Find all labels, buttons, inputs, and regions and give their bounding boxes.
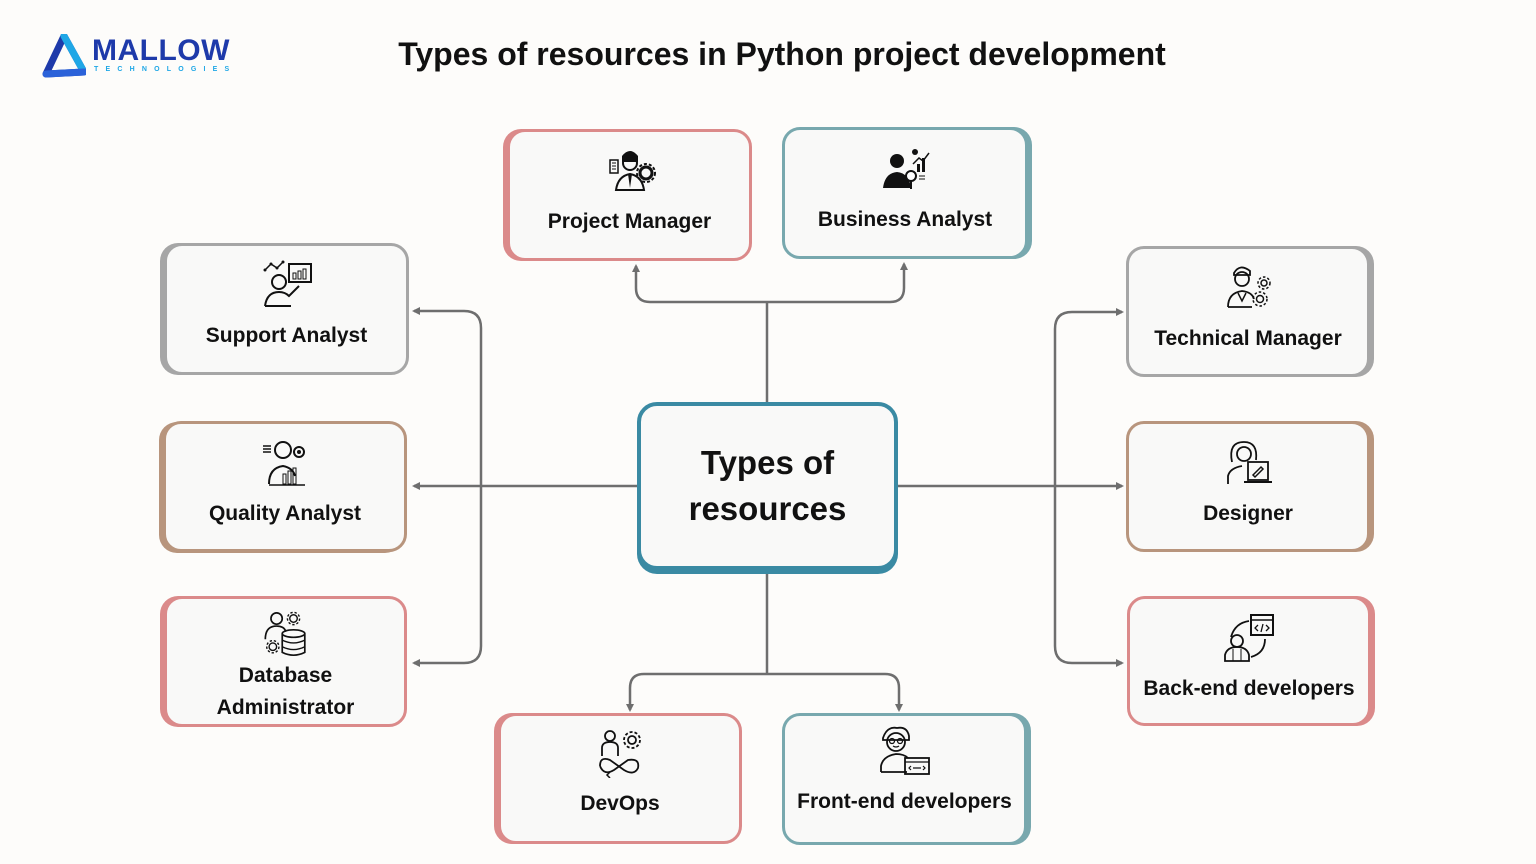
node-label: DevOps — [580, 792, 660, 815]
frontend-developer-icon — [879, 726, 930, 775]
node-label: Front-end developers — [797, 790, 1012, 813]
node-front-end-developers: Front-end developers — [782, 713, 1027, 845]
quality-analyst-icon — [263, 441, 305, 486]
database-admin-icon — [263, 611, 306, 657]
node-project-manager: Project Manager — [507, 129, 752, 261]
node-label: Quality Analyst — [208, 502, 362, 525]
node-label: Back-end developers — [1143, 677, 1355, 700]
node-label: Technical Manager — [1154, 327, 1342, 350]
logo-brand-text: MALLOW — [92, 34, 230, 67]
node-label: Business Analyst — [817, 208, 993, 231]
node-technical-manager: Technical Manager — [1126, 246, 1370, 377]
node-label: Database Administrator — [217, 660, 355, 724]
mallow-logo-icon — [42, 34, 86, 78]
project-manager-icon — [608, 151, 656, 191]
node-database-administrator: Database Administrator — [164, 596, 407, 727]
center-node-label-line2: resources — [688, 490, 847, 527]
node-devops: DevOps — [498, 713, 742, 844]
company-logo: MALLOW TECHNOLOGIES — [40, 34, 240, 82]
node-label: Support Analyst — [205, 324, 368, 347]
node-label: Project Manager — [547, 210, 712, 233]
support-analyst-icon — [263, 260, 312, 307]
node-back-end-developers: Back-end developers — [1127, 596, 1371, 726]
designer-icon — [1227, 441, 1272, 484]
devops-icon — [599, 730, 641, 778]
backend-developer-icon — [1224, 614, 1274, 662]
node-support-analyst: Support Analyst — [164, 243, 409, 375]
technical-manager-icon — [1227, 266, 1271, 308]
center-node-types-of-resources: Types of resources — [637, 402, 898, 570]
node-business-analyst: Business Analyst — [782, 127, 1028, 259]
node-quality-analyst: Quality Analyst — [163, 421, 407, 552]
node-label-line2: Administrator — [216, 696, 355, 719]
business-analyst-icon — [883, 149, 930, 189]
center-node-label-line1: Types of — [700, 444, 835, 481]
logo-subtitle-text: TECHNOLOGIES — [94, 66, 237, 73]
node-label-line1: Database — [238, 664, 333, 687]
node-label: Designer — [1203, 502, 1293, 525]
node-designer: Designer — [1126, 421, 1370, 552]
page-title: Types of resources in Python project dev… — [398, 36, 1166, 72]
